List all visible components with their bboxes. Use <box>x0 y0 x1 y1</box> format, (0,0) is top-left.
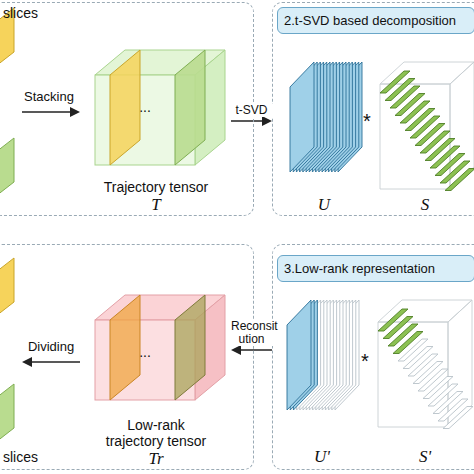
math-symbol: Tr <box>148 449 163 469</box>
tensor-slice <box>287 300 311 410</box>
tensor-box: Low-rank trajectory tensorTr <box>81 289 231 469</box>
arrow-head <box>22 357 32 367</box>
arrow-head <box>262 116 272 126</box>
dividing-arrow <box>30 361 80 363</box>
tensor-box: S <box>376 57 474 215</box>
ellipsis: ... <box>128 345 162 360</box>
panel-box: 2.t-SVD based decompositionU S <box>272 2 474 216</box>
math-symbol: S' <box>419 447 431 467</box>
math-symbol: T <box>151 195 160 215</box>
node-label: slices <box>3 449 38 465</box>
section-header: 2.t-SVD based decomposition <box>277 7 474 34</box>
edge-label: Reconsit ution <box>230 320 273 346</box>
section-header: 3.Low-rank representation <box>277 255 474 282</box>
tensor-box: U <box>285 57 363 215</box>
tensor-slice <box>380 71 410 93</box>
operator-symbol: * <box>358 110 376 132</box>
node-label: Low-rank trajectory tensor <box>100 417 212 449</box>
s-prime-tensor <box>378 300 473 429</box>
tensor-box: Trajectory tensorT <box>81 45 231 215</box>
s-tensor <box>380 62 474 191</box>
trajectory-tensor-cube <box>95 50 225 165</box>
arrow-label: Dividing <box>16 340 86 354</box>
tensor-slice <box>378 309 408 331</box>
panel-box: 3.Low-rank representationU' S' <box>272 244 474 470</box>
tensor-box: S' <box>376 295 474 467</box>
connector-line <box>239 349 272 351</box>
panel-box: slicesTrajectory tensorT <box>0 2 254 216</box>
panel-box: slices Low-rank trajectory tensorTr <box>0 244 254 470</box>
u-prime-tensor <box>287 300 359 410</box>
arrow-head <box>231 345 241 355</box>
arrow-label: Stacking <box>14 90 84 104</box>
math-symbol: U' <box>314 447 330 467</box>
yellow-slice <box>0 258 14 316</box>
green-slice <box>0 138 14 196</box>
node-label: slices <box>3 5 38 21</box>
math-symbol: S <box>421 195 430 215</box>
connector-line <box>231 120 264 122</box>
tensor-box: U' <box>283 295 361 467</box>
u-tensor <box>290 62 362 172</box>
tensor-slice <box>290 62 314 172</box>
edge-label: t-SVD <box>230 104 273 117</box>
connector-arrow <box>231 345 272 355</box>
green-slice <box>0 384 14 442</box>
operator-symbol: * <box>356 350 374 372</box>
ellipsis: ... <box>128 100 162 115</box>
stacking-arrow <box>22 111 72 113</box>
arrow-head <box>70 107 80 117</box>
node-label: Trajectory tensor <box>104 179 209 195</box>
connector-arrow <box>231 116 272 126</box>
low-rank-tensor-cube <box>95 295 225 400</box>
math-symbol: U <box>318 195 330 215</box>
